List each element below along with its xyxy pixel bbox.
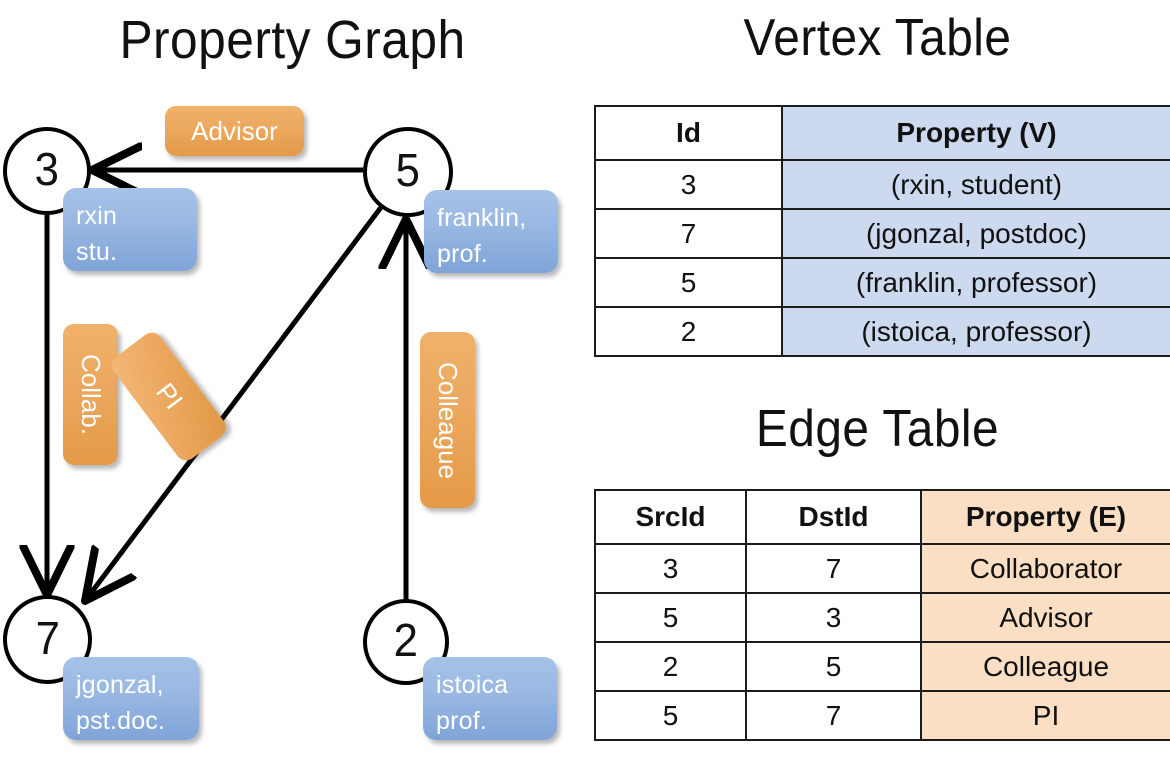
page-title-property-graph: Property Graph <box>119 10 466 70</box>
property-graph-canvas: 3 5 7 2 rxin stu. franklin, prof. jgonza… <box>0 0 585 760</box>
vertex-table-header-id: Id <box>594 105 783 161</box>
vertex-5-name: franklin, <box>437 204 527 232</box>
vertex-row-1-id: 7 <box>594 208 783 259</box>
edge-5-to-7 <box>88 204 384 597</box>
vertex-property-box-3: rxin stu. <box>63 188 197 271</box>
edge-label-advisor: Advisor <box>165 106 304 156</box>
vertex-table-header-property: Property (V) <box>781 105 1170 161</box>
edge-table: SrcId DstId Property (E) 3 7 Collaborato… <box>594 489 1170 741</box>
edge-row-1-src: 5 <box>594 592 747 643</box>
vertex-property-box-2: istoica prof. <box>423 657 557 740</box>
vertex-table: Id Property (V) 3 (rxin, student) 7 (jgo… <box>594 105 1170 357</box>
edge-label-colleague: Colleague <box>420 332 475 508</box>
page-title-edge-table: Edge Table <box>755 400 1000 458</box>
edge-row-3-dst: 7 <box>745 690 922 741</box>
graph-node-2[interactable]: 2 <box>363 599 449 685</box>
vertex-row-0-property: (rxin, student) <box>781 159 1170 210</box>
page-title-vertex-table: Vertex Table <box>743 9 1012 67</box>
edge-table-header-row: SrcId DstId Property (E) <box>594 489 1170 545</box>
edge-row-3-property: PI <box>920 690 1170 741</box>
table-row[interactable]: 5 7 PI <box>594 690 1170 741</box>
table-row[interactable]: 7 (jgonzal, postdoc) <box>594 208 1170 259</box>
vertex-7-role: pst.doc. <box>76 707 166 735</box>
vertex-2-role: prof. <box>436 707 488 735</box>
edge-table-header-dstid: DstId <box>745 489 922 545</box>
edge-row-2-dst: 5 <box>745 641 922 692</box>
vertex-7-name: jgonzal, <box>76 671 164 699</box>
edge-row-0-property: Collaborator <box>920 543 1170 594</box>
vertex-row-1-property: (jgonzal, postdoc) <box>781 208 1170 259</box>
edge-row-3-src: 5 <box>594 690 747 741</box>
edge-row-0-src: 3 <box>594 543 747 594</box>
table-row[interactable]: 5 (franklin, professor) <box>594 257 1170 308</box>
edge-table-header-property: Property (E) <box>920 489 1170 545</box>
graph-node-3-label: 3 <box>34 143 60 195</box>
vertex-property-box-5: franklin, prof. <box>424 190 558 273</box>
table-row[interactable]: 3 7 Collaborator <box>594 543 1170 594</box>
vertex-row-3-id: 2 <box>594 306 783 357</box>
vertex-property-box-7: jgonzal, pst.doc. <box>63 657 199 740</box>
vertex-5-role: prof. <box>437 240 489 268</box>
table-row[interactable]: 5 3 Advisor <box>594 592 1170 643</box>
edge-row-1-property: Advisor <box>920 592 1170 643</box>
graph-node-2-label: 2 <box>393 614 419 666</box>
edge-row-2-property: Colleague <box>920 641 1170 692</box>
graph-node-7-label: 7 <box>35 611 60 664</box>
table-row[interactable]: 3 (rxin, student) <box>594 159 1170 210</box>
table-row[interactable]: 2 (istoica, professor) <box>594 306 1170 357</box>
edge-row-2-src: 2 <box>594 641 747 692</box>
edge-row-0-dst: 7 <box>745 543 922 594</box>
vertex-row-0-id: 3 <box>594 159 783 210</box>
graph-node-5-label: 5 <box>395 144 421 196</box>
vertex-row-2-property: (franklin, professor) <box>781 257 1170 308</box>
vertex-3-role: stu. <box>76 238 118 266</box>
graph-edges-layer <box>0 0 585 760</box>
edge-row-1-dst: 3 <box>745 592 922 643</box>
vertex-table-header-row: Id Property (V) <box>594 105 1170 161</box>
vertex-row-2-id: 5 <box>594 257 783 308</box>
vertex-row-3-property: (istoica, professor) <box>781 306 1170 357</box>
edge-label-collab: Collab. <box>63 324 118 465</box>
edge-table-header-srcid: SrcId <box>594 489 747 545</box>
table-row[interactable]: 2 5 Colleague <box>594 641 1170 692</box>
vertex-3-name: rxin <box>76 202 118 230</box>
vertex-2-name: istoica <box>436 671 509 699</box>
